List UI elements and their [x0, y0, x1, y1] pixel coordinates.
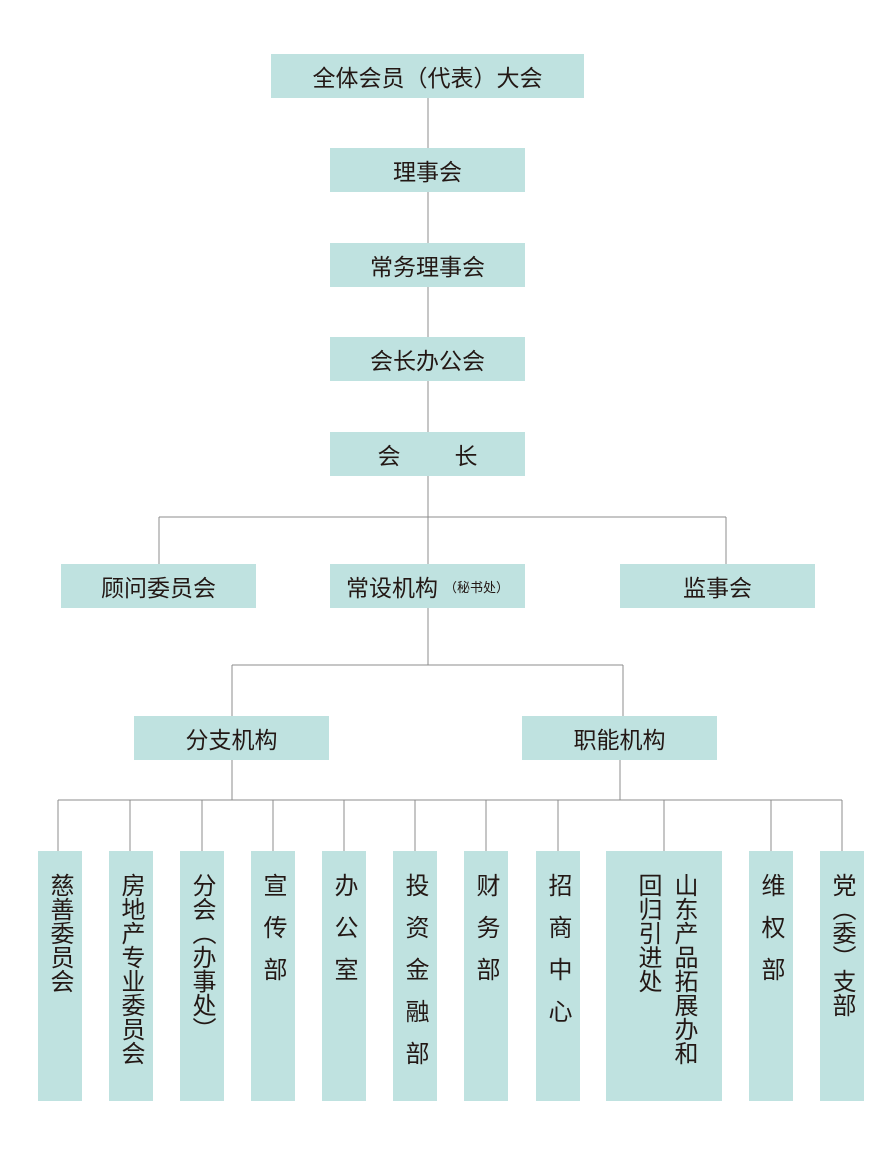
node-assembly: 全体会员（代表）大会	[271, 54, 584, 98]
leaf-investment-finance: 投资金融部	[393, 851, 437, 1101]
leaf-label: 分会（办事处）	[188, 873, 216, 1041]
leaf-finance: 财务部	[464, 851, 508, 1101]
node-advisory: 顾问委员会	[61, 564, 256, 608]
node-branch: 分支机构	[134, 716, 329, 760]
leaf-label-line: 回归引进处	[634, 873, 662, 993]
leaf-label: 招商中心	[544, 873, 572, 1041]
node-label: 全体会员（代表）大会	[312, 66, 543, 92]
node-label: 职能机构	[573, 728, 666, 754]
node-label: 常设机构	[345, 576, 438, 602]
node-label: 理事会	[393, 160, 462, 186]
node-label: 会长办公会	[370, 349, 485, 375]
leaf-charity: 慈善委员会	[38, 851, 82, 1101]
leaf-product-expansion: 山东产品拓展办和 回归引进处	[606, 851, 722, 1101]
leaf-label: 财务部	[472, 873, 500, 999]
node-council: 理事会	[330, 148, 525, 192]
leaf-label: 党（委）支部	[828, 873, 856, 1017]
leaf-label: 慈善委员会	[46, 873, 74, 993]
leaf-office: 办公室	[322, 851, 366, 1101]
node-supervisory: 监事会	[620, 564, 815, 608]
leaf-publicity: 宣传部	[251, 851, 295, 1101]
leaf-branch-office: 分会（办事处）	[180, 851, 224, 1101]
leaf-label: 投资金融部	[401, 873, 429, 1083]
leaf-rights: 维权部	[749, 851, 793, 1101]
node-president-office-meeting: 会长办公会	[330, 337, 525, 381]
node-label: 分支机构	[185, 728, 278, 754]
node-functional: 职能机构	[522, 716, 717, 760]
node-label: 顾问委员会	[101, 576, 216, 602]
leaf-real-estate: 房地产专业委员会	[109, 851, 153, 1101]
node-standing-council: 常务理事会	[330, 243, 525, 287]
leaf-label: 维权部	[757, 873, 785, 999]
leaf-label-line: 山东产品拓展办和	[670, 873, 698, 1065]
leaf-label: 房地产专业委员会	[117, 873, 145, 1065]
leaf-label: 宣传部	[259, 873, 287, 999]
leaf-label: 办公室	[330, 873, 358, 999]
leaf-investment-center: 招商中心	[536, 851, 580, 1101]
node-president: 会 长	[330, 432, 525, 476]
node-standing-body: 常设机构 （秘书处）	[330, 564, 525, 608]
node-note: （秘书处）	[443, 580, 509, 596]
leaf-party-branch: 党（委）支部	[820, 851, 864, 1101]
node-label-part: 长	[454, 444, 478, 470]
node-label: 常务理事会	[370, 255, 485, 281]
node-label-part: 会	[377, 444, 401, 470]
node-label: 监事会	[683, 576, 752, 602]
